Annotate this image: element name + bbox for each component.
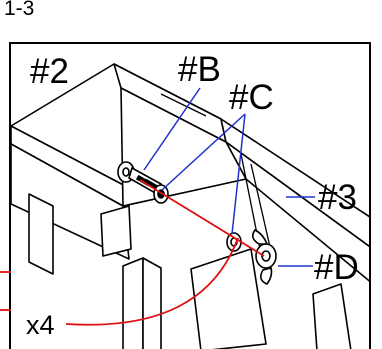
right-leg [312,283,352,349]
front-leg-side [142,257,162,349]
corner-block [100,205,132,257]
quantity-label: x4 [26,310,55,340]
step-number: 1-3 [4,0,35,20]
callout-part-d: #D [314,248,359,287]
center-leg-panel [190,248,267,349]
callout-part-2: #2 [30,52,69,91]
callout-part-b: #B [178,50,221,89]
left-leg [28,193,54,275]
washer-c-inner [153,184,169,204]
washer-c-outer [226,232,242,252]
callout-part-3: #3 [318,178,357,217]
wing-nut-d [251,228,277,285]
callout-part-c: #C [229,78,274,117]
front-leg [122,257,144,349]
